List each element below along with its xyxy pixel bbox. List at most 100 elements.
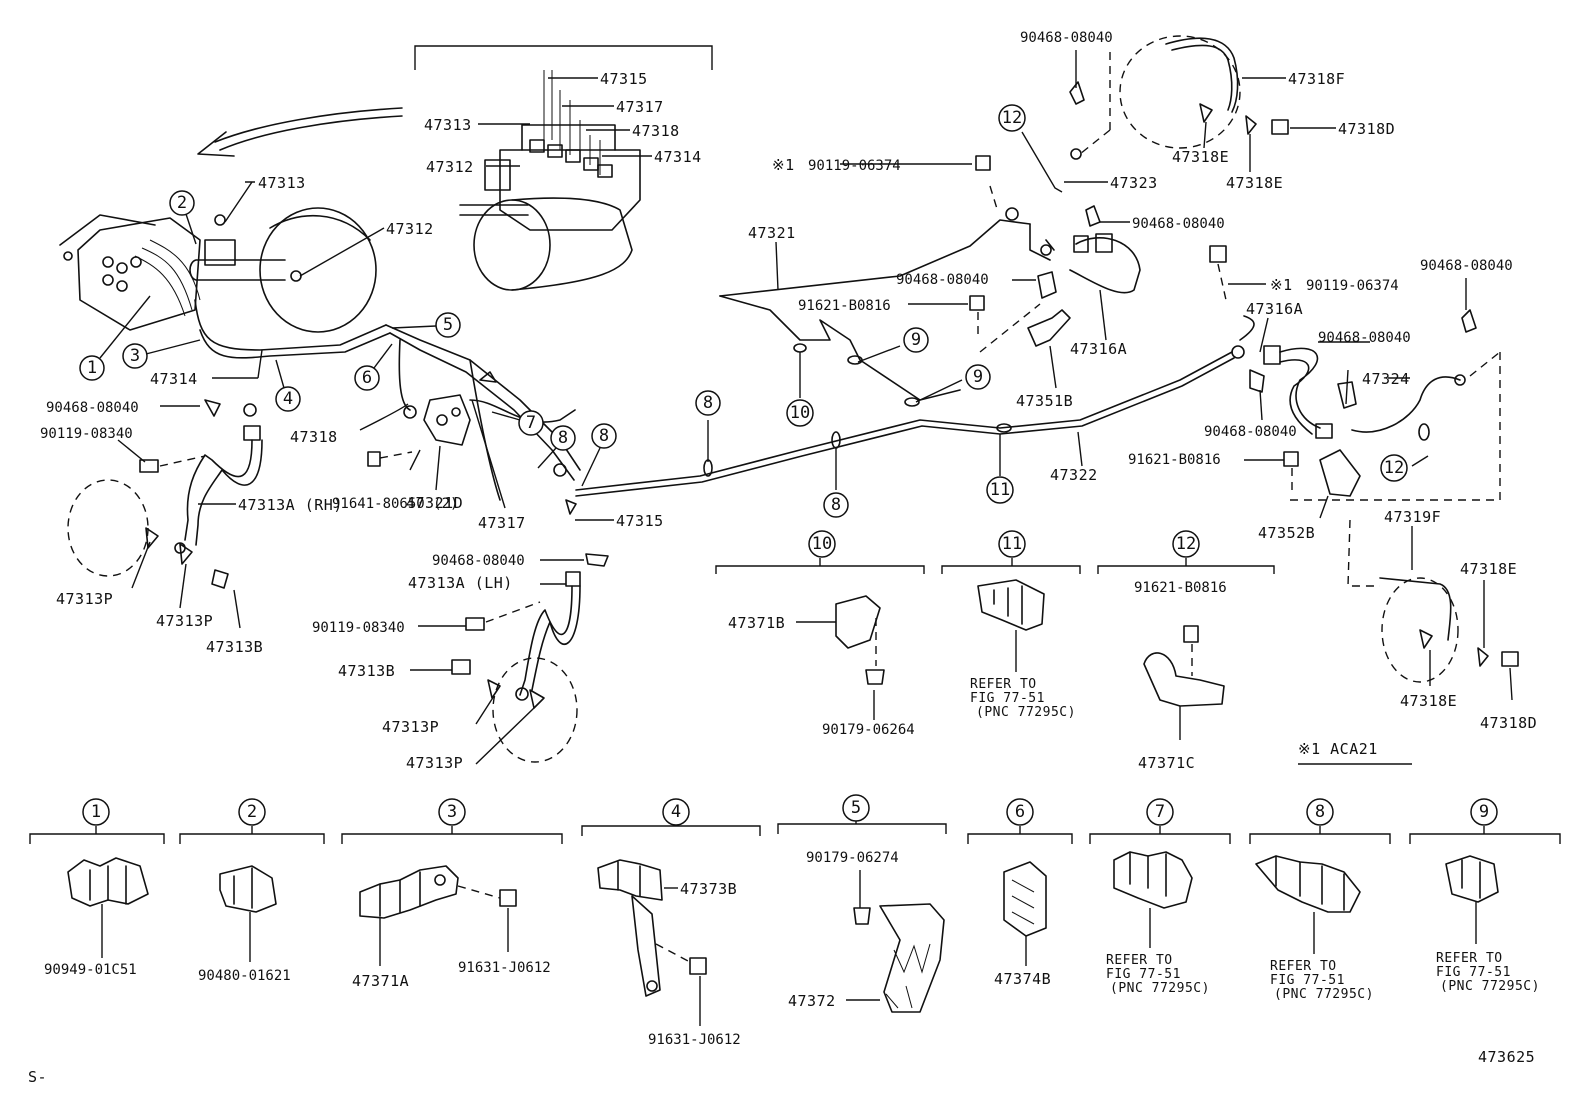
callout-8-detail: 8 <box>1315 802 1325 822</box>
label-47318E-d: 47318E <box>1400 692 1457 710</box>
label-47322: 47322 <box>1050 466 1098 484</box>
rear-right-hose: 90468-08040 47318F 47318D 47318E 47318E <box>1020 30 1395 192</box>
refer-7-line2: FIG 77-51 <box>1106 967 1181 982</box>
label-47318D-b: 47318D <box>1480 714 1537 732</box>
refer-11-line2: FIG 77-51 <box>970 691 1045 706</box>
refer-11-line3: (PNC 77295C) <box>976 705 1076 720</box>
callout-1-detail: 1 <box>91 802 101 822</box>
mark-1-a: ※1 <box>772 156 795 174</box>
label-90468-08040-a: 90468-08040 <box>46 400 139 416</box>
callout-12-b: 12 <box>1384 458 1404 478</box>
label-47352B: 47352B <box>1258 524 1315 542</box>
callout-6-top: 6 <box>362 368 372 388</box>
callout-5-top: 5 <box>443 315 453 335</box>
callout-12-detail: 12 <box>1176 534 1196 554</box>
label-47373B: 47373B <box>680 880 737 898</box>
callout-6-detail: 6 <box>1015 802 1025 822</box>
label-47313P-c: 47313P <box>382 718 439 736</box>
label-47316A-b: 47316A <box>1246 300 1303 318</box>
label-47313P-d: 47313P <box>406 754 463 772</box>
label-47314-b: 47314 <box>150 370 198 388</box>
refer-8-line3: (PNC 77295C) <box>1274 987 1374 1002</box>
junction-area: 47318 91641-80650 (2) 47321D 47317 47315 <box>290 324 664 532</box>
detail-row: 90949-01C51 90480-01621 91631-J0612 4737… <box>29 818 1561 1048</box>
front-lh-hose-group: 90468-08040 47313A (LH) 90119-08340 4731… <box>312 553 609 772</box>
label-91621-B0816-c: 91621-B0816 <box>1134 580 1227 596</box>
label-47318D-a: 47318D <box>1338 120 1395 138</box>
label-47313B-b: 47313B <box>338 662 395 680</box>
refer-9-line1: REFER TO <box>1436 951 1503 966</box>
label-91621-B0816-a: 91621-B0816 <box>798 298 891 314</box>
label-47317-b: 47317 <box>478 514 526 532</box>
label-47312-a: 47312 <box>426 158 474 176</box>
label-47315-a: 47315 <box>600 70 648 88</box>
direction-arrow <box>197 107 403 157</box>
label-47314-a: 47314 <box>654 148 702 166</box>
label-47372: 47372 <box>788 992 836 1010</box>
refer-7-line3: (PNC 77295C) <box>1110 981 1210 996</box>
label-47323: 47323 <box>1110 174 1158 192</box>
label-47318E-a: 47318E <box>1172 148 1229 166</box>
callout-9-b: 9 <box>973 367 983 387</box>
callout-11-top: 11 <box>990 480 1010 500</box>
label-47374B: 47374B <box>994 970 1051 988</box>
refer-9-line3: (PNC 77295C) <box>1440 979 1540 994</box>
label-91621-B0816-b: 91621-B0816 <box>1128 452 1221 468</box>
label-47312-b: 47312 <box>386 220 434 238</box>
corner-mark: S- <box>28 1068 47 1086</box>
label-47313P-a: 47313P <box>56 590 113 608</box>
callout-11-detail: 11 <box>1002 534 1022 554</box>
note-aca21: ※1 ACA21 <box>1298 740 1378 758</box>
label-91631-J0612-a: 91631-J0612 <box>458 960 551 976</box>
callout-2-top: 2 <box>177 193 187 213</box>
refer-11-line1: REFER TO <box>970 677 1037 692</box>
callout-4-detail: 4 <box>671 802 681 822</box>
figure-number: 473625 <box>1478 1048 1535 1066</box>
label-47318-b: 47318 <box>290 428 338 446</box>
callout-2-detail: 2 <box>247 802 257 822</box>
label-47318-a: 47318 <box>632 122 680 140</box>
callout-10-top: 10 <box>790 403 810 423</box>
callout-4-top: 4 <box>283 389 293 409</box>
label-90468-08040-d: 90468-08040 <box>1132 216 1225 232</box>
label-47313-b: 47313 <box>258 174 306 192</box>
label-90468-08040-c: 90468-08040 <box>1020 30 1113 46</box>
label-47317-a: 47317 <box>616 98 664 116</box>
callout-7-detail: 7 <box>1155 802 1165 822</box>
center-line-47321: 47321 ※1 90119-06374 90468-08040 47316A … <box>719 131 1225 410</box>
master-cylinder-inset: 47315 47317 47313 47318 47314 47312 <box>414 45 713 291</box>
callout-3-top: 3 <box>130 346 140 366</box>
label-47319F: 47319F <box>1384 508 1441 526</box>
callout-10-detail: 10 <box>812 534 832 554</box>
detail-11: REFER TO FIG 77-51 (PNC 77295C) <box>941 558 1081 720</box>
label-90468-08040-e: 90468-08040 <box>896 272 989 288</box>
callout-12-a: 12 <box>1002 108 1022 128</box>
label-47315-b: 47315 <box>616 512 664 530</box>
refer-9-line2: FIG 77-51 <box>1436 965 1511 980</box>
detail-12: 91621-B0816 47371C <box>1097 558 1275 772</box>
label-90468-08040-b: 90468-08040 <box>432 553 525 569</box>
callout-7-top: 7 <box>526 413 536 433</box>
label-47313A-RH: 47313A (RH) <box>238 496 343 514</box>
callout-8-a: 8 <box>558 428 568 448</box>
label-47313-a: 47313 <box>424 116 472 134</box>
label-90119-06374-a: 90119-06374 <box>808 158 901 174</box>
label-47313P-b: 47313P <box>156 612 213 630</box>
detail-10: 47371B 90179-06264 <box>715 558 925 738</box>
label-90949-01C51: 90949-01C51 <box>44 962 137 978</box>
callout-3-detail: 3 <box>447 802 457 822</box>
label-47324: 47324 <box>1362 370 1410 388</box>
label-47313A-LH: 47313A (LH) <box>408 574 513 592</box>
front-rh-hose-group: 90468-08040 90119-08340 47313A (RH) 4731… <box>40 399 343 656</box>
callout-8-b: 8 <box>599 426 609 446</box>
callout-5-detail: 5 <box>851 798 861 818</box>
label-47318F: 47318F <box>1288 70 1345 88</box>
callout-9-a: 9 <box>911 330 921 350</box>
callout-8-d: 8 <box>831 495 841 515</box>
label-90468-08040-g: 90468-08040 <box>1204 424 1297 440</box>
callout-9-detail: 9 <box>1479 802 1489 822</box>
label-91641-80650: 91641-80650 (2) <box>332 496 458 512</box>
master-cylinder-assembly: 47313 47312 47314 <box>59 174 434 388</box>
label-47313B-a: 47313B <box>206 638 263 656</box>
